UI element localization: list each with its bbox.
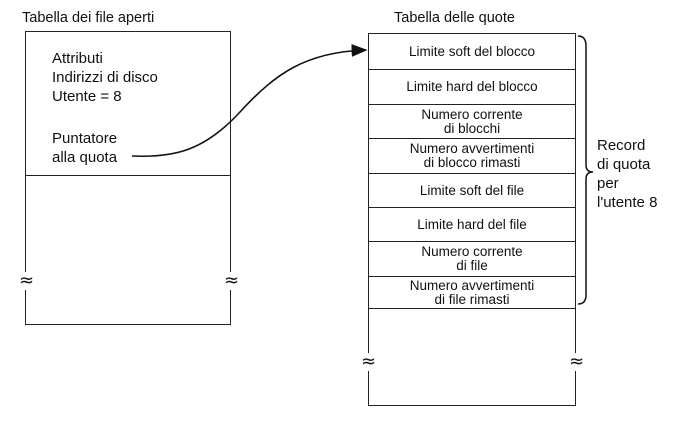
quota-field: Limite hard del file [369, 207, 575, 241]
quota-field-line: Numero corrente [421, 244, 523, 259]
quota-pointer-label: Puntatore alla quota [52, 129, 117, 167]
entry-attributes: Attributi Indirizzi di disco Utente = 8 [52, 49, 158, 106]
entry-line-attributes: Attributi [52, 50, 103, 67]
pointer-line-1: Puntatore [52, 130, 118, 147]
record-label-line-3: per [597, 175, 619, 192]
open-files-table: Attributi Indirizzi di disco Utente = 8 … [25, 31, 231, 325]
quota-field: Limite soft del blocco [369, 34, 575, 69]
open-file-entry: Attributi Indirizzi di disco Utente = 8 … [26, 32, 230, 176]
quota-field-line: Numero corrente [421, 106, 523, 122]
open-files-table-title: Tabella dei file aperti [22, 10, 155, 26]
break-mark-left-2: ≈ [224, 270, 240, 291]
pointer-arrow [131, 44, 368, 158]
pointer-line-2: alla quota [52, 149, 118, 166]
entry-line-user: Utente = 8 [52, 88, 122, 105]
break-mark-right-1: ≈ [361, 351, 377, 372]
quota-field-line: Limite soft del blocco [408, 43, 536, 59]
record-label-line-1: Record [597, 137, 646, 154]
quota-field: Limite soft del file [369, 173, 575, 207]
break-mark-right-2: ≈ [569, 351, 585, 372]
quota-field-line: Numero avvertimenti [409, 277, 535, 293]
quota-field-line: Numero avvertimenti [409, 141, 535, 156]
entry-line-disk-addresses: Indirizzi di disco [52, 69, 158, 86]
quota-field-line: di blocchi [443, 120, 501, 136]
record-label-line-2: di quota [597, 156, 651, 173]
quota-table-title: Tabella delle quote [394, 10, 515, 26]
quota-field-line: di file rimasti [434, 291, 510, 307]
quota-record-label: Record di quota per l'utente 8 [597, 136, 657, 212]
record-label-line-4: l'utente 8 [597, 194, 658, 211]
break-mark-left-1: ≈ [19, 270, 35, 291]
quota-field-line: di file [456, 258, 488, 273]
record-brace [577, 35, 594, 305]
quota-field-line: Limite hard del blocco [406, 79, 538, 94]
quota-field-line: Limite soft del file [419, 182, 525, 198]
quota-field-line: di blocco rimasti [423, 155, 521, 170]
quota-record-end [369, 308, 575, 309]
quota-field: Limite hard del blocco [369, 69, 575, 104]
quota-field-line: Limite hard del file [417, 216, 527, 232]
